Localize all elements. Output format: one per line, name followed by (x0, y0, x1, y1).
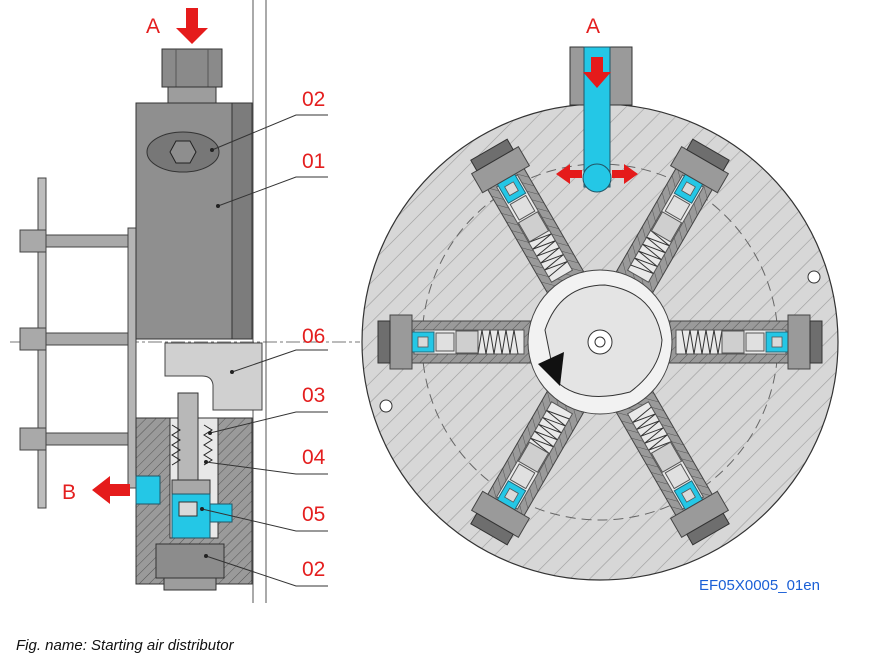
figure-caption: Fig. name: Starting air distributor (16, 637, 234, 654)
side-view: A B 02 01 06 03 04 05 02 (10, 0, 360, 603)
inlet-pipe (556, 46, 638, 193)
spread-arrow-right (612, 164, 638, 184)
label-05: 05 (302, 503, 325, 526)
air-inlet-arrow-left (176, 8, 208, 44)
figure-code: EF05X0005_01en (699, 577, 820, 594)
air-outlet-arrow (92, 476, 130, 504)
label-01: 01 (302, 150, 325, 173)
lower-housing (135, 392, 253, 591)
spread-arrow-left (556, 164, 582, 184)
bottom-plug-02 (155, 543, 225, 579)
label-b: B (62, 481, 76, 504)
label-02-top: 02 (302, 88, 325, 111)
studs (19, 229, 133, 451)
rotation-arrow (538, 352, 564, 386)
label-06: 06 (302, 325, 325, 348)
label-a-left: A (146, 15, 160, 38)
label-a-right: A (586, 15, 600, 38)
part-06 (164, 342, 263, 411)
label-04: 04 (302, 446, 326, 469)
label-03: 03 (302, 384, 325, 407)
air-inlet-arrow-right (583, 57, 611, 88)
section-view: A EF05X0005_01en (361, 15, 839, 594)
label-02-bottom: 02 (302, 558, 325, 581)
inlet-nut (161, 48, 223, 88)
